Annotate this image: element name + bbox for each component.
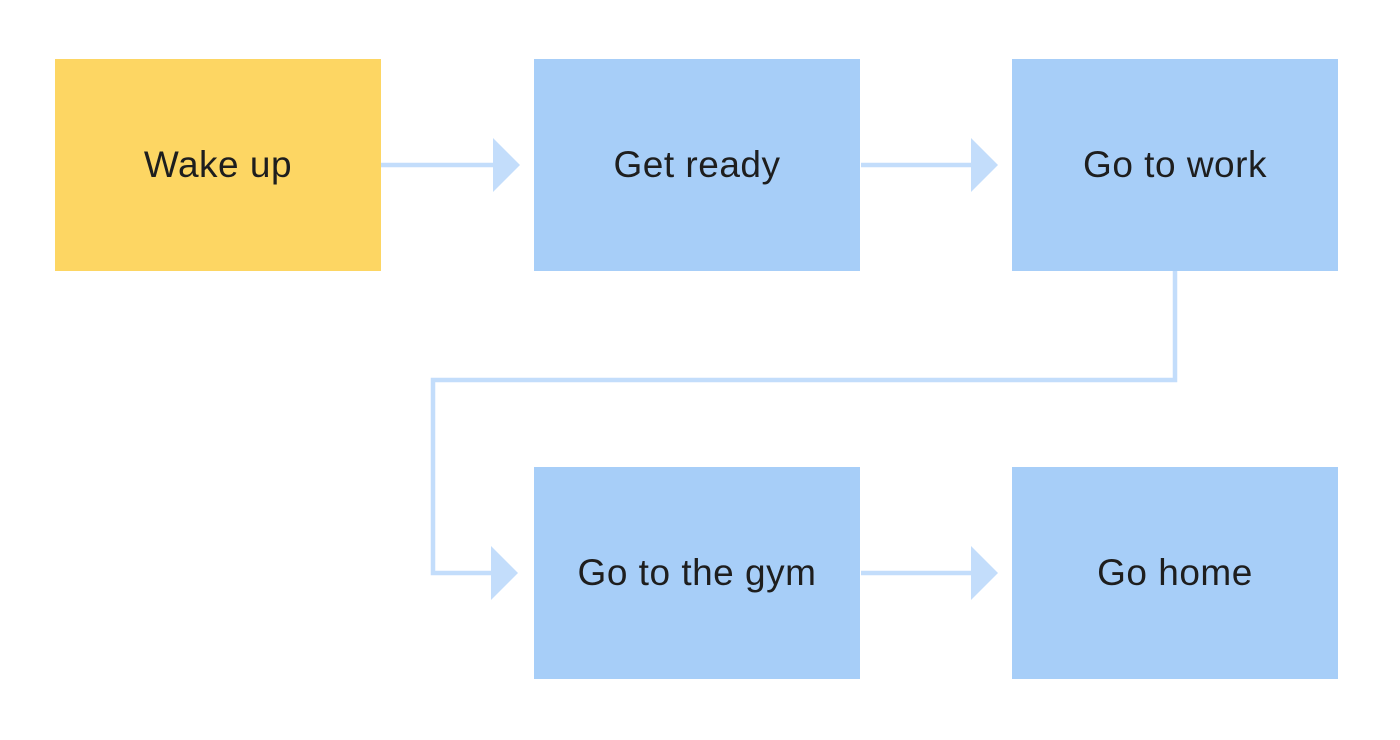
arrowhead-icon — [971, 546, 998, 600]
node-label: Go home — [1097, 552, 1253, 593]
connector-get-ready-to-go-to-work — [861, 138, 998, 192]
flowchart-node-go-home[interactable]: Go home — [1012, 467, 1338, 679]
node-label: Wake up — [143, 144, 293, 185]
arrowhead-icon — [971, 138, 998, 192]
flowchart-node-wake-up[interactable]: Wake up — [55, 59, 381, 271]
arrowhead-icon — [491, 546, 518, 600]
flowchart-node-go-to-the-gym[interactable]: Go to the gym — [534, 467, 860, 679]
arrowhead-icon — [493, 138, 520, 192]
connector-go-to-work-to-go-to-the-gym — [430, 271, 1178, 600]
node-label: Get ready — [613, 144, 781, 185]
connector-line — [430, 271, 1178, 576]
flowchart-node-get-ready[interactable]: Get ready — [534, 59, 860, 271]
node-label: Go to the gym — [577, 552, 817, 593]
flowchart-node-go-to-work[interactable]: Go to work — [1012, 59, 1338, 271]
connector-go-to-the-gym-to-go-home — [861, 546, 998, 600]
node-label: Go to work — [1083, 144, 1267, 185]
connector-wake-up-to-get-ready — [381, 138, 520, 192]
